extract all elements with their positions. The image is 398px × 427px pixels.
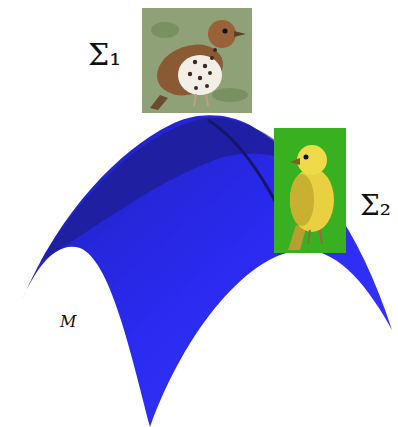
surface-name: Σ₂ bbox=[360, 192, 391, 220]
bird-photo bbox=[274, 128, 346, 253]
surface-shade bbox=[40, 118, 300, 262]
surface-name: Σ₁ bbox=[88, 40, 121, 70]
bird-photo bbox=[142, 8, 252, 113]
surface-m bbox=[22, 115, 392, 427]
surface-label: M bbox=[60, 314, 76, 330]
